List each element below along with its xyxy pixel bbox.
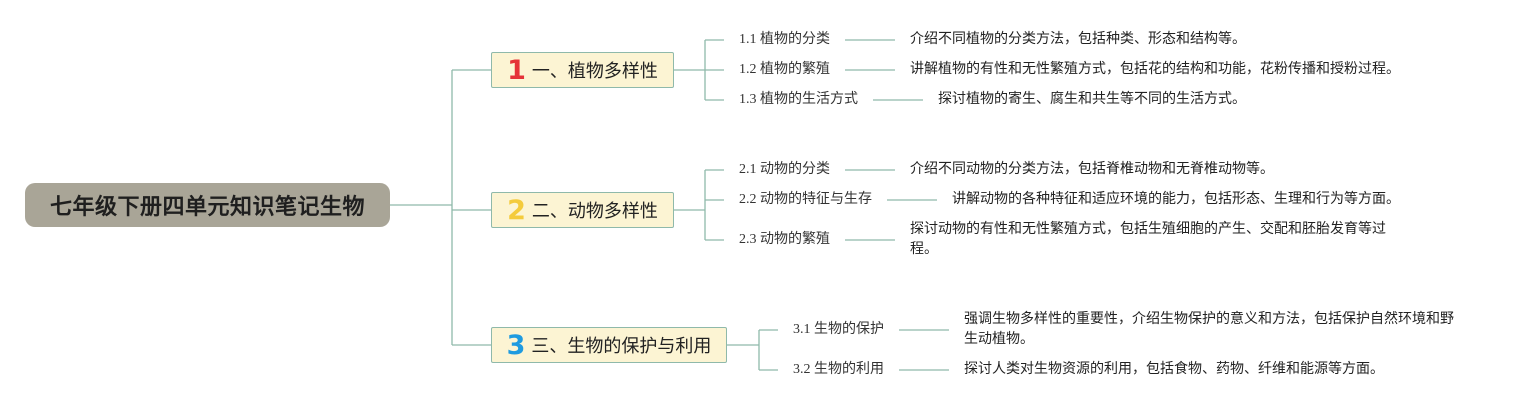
topic-desc: 讲解植物的有性和无性繁殖方式，包括花的结构和功能，花粉传播和授粉过程。 bbox=[910, 62, 1400, 77]
topic-plant-classification[interactable]: 1.1 植物的分类 bbox=[739, 32, 830, 47]
branch-node-protection[interactable]: 3 三、生物的保护与利用 bbox=[491, 327, 727, 363]
root-node[interactable]: 七年级下册四单元知识笔记生物 bbox=[25, 183, 390, 227]
topic-plant-lifestyle[interactable]: 1.3 植物的生活方式 bbox=[739, 92, 858, 107]
topic-desc: 讲解动物的各种特征和适应环境的能力，包括形态、生理和行为等方面。 bbox=[952, 192, 1400, 207]
number-two-icon: 2 bbox=[507, 194, 526, 226]
branch-node-plants[interactable]: 1 一、植物多样性 bbox=[491, 52, 674, 88]
topic-utilization[interactable]: 3.2 生物的利用 bbox=[793, 362, 884, 377]
number-three-icon: 3 bbox=[506, 329, 526, 361]
topic-plant-reproduction[interactable]: 1.2 植物的繁殖 bbox=[739, 62, 830, 77]
topic-animal-reproduction[interactable]: 2.3 动物的繁殖 bbox=[739, 232, 830, 247]
topic-desc: 探讨动物的有性和无性繁殖方式，包括生殖细胞的产生、交配和胚胎发育等过程。 bbox=[910, 222, 1386, 257]
branch-label: 三、生物的保护与利用 bbox=[531, 336, 712, 357]
topic-animal-features[interactable]: 2.2 动物的特征与生存 bbox=[739, 192, 872, 207]
number-one-icon: 1 bbox=[507, 54, 526, 86]
branch-label: 二、动物多样性 bbox=[531, 201, 658, 222]
root-title: 七年级下册四单元知识笔记生物 bbox=[49, 195, 365, 220]
topic-desc: 介绍不同动物的分类方法，包括脊椎动物和无脊椎动物等。 bbox=[910, 162, 1274, 177]
topic-desc: 强调生物多样性的重要性，介绍生物保护的意义和方法，包括保护自然环境和野生动植物。 bbox=[964, 312, 1454, 347]
branch-label: 一、植物多样性 bbox=[531, 61, 658, 82]
topic-protection[interactable]: 3.1 生物的保护 bbox=[793, 322, 884, 337]
topic-desc: 探讨人类对生物资源的利用，包括食物、药物、纤维和能源等方面。 bbox=[964, 362, 1384, 377]
topic-animal-classification[interactable]: 2.1 动物的分类 bbox=[739, 162, 830, 177]
topic-desc: 探讨植物的寄生、腐生和共生等不同的生活方式。 bbox=[938, 92, 1246, 107]
branch-node-animals[interactable]: 2 二、动物多样性 bbox=[491, 192, 674, 228]
topic-desc: 介绍不同植物的分类方法，包括种类、形态和结构等。 bbox=[910, 32, 1246, 47]
